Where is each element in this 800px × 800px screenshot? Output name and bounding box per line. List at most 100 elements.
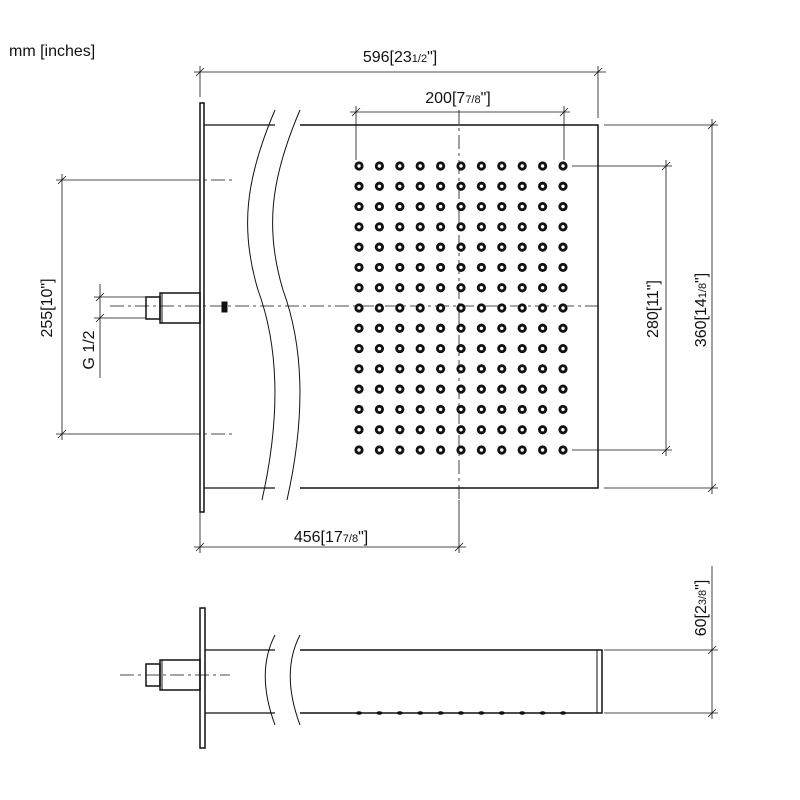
- nozzle-hole: [479, 265, 484, 270]
- nozzle-hole: [520, 286, 524, 290]
- nozzle-hole: [500, 306, 504, 310]
- nozzle-hole: [459, 204, 463, 209]
- nozzle-hole: [357, 225, 361, 229]
- nozzle-hole: [438, 367, 443, 371]
- nozzle-hole: [561, 428, 565, 432]
- nozzle-hole: [459, 448, 463, 452]
- nozzle-hole: [357, 286, 361, 290]
- nozzle-hole: [500, 164, 504, 168]
- nozzle-hole: [418, 387, 422, 391]
- break-line-right: [272, 109, 301, 501]
- nozzle-hole: [357, 428, 361, 432]
- nozzle-hole: [520, 387, 524, 391]
- nozzle-hole: [479, 448, 484, 452]
- nozzle-grid: [354, 161, 568, 455]
- side-nozzle-tip: [560, 711, 566, 715]
- nozzle-hole: [377, 306, 382, 310]
- side-head-outline: [300, 649, 603, 714]
- dim-thread: G 1/2: [81, 330, 98, 369]
- nozzle-hole: [438, 245, 443, 249]
- nozzle-hole: [377, 367, 382, 371]
- nozzle-hole: [540, 448, 545, 452]
- nozzle-hole: [500, 407, 504, 412]
- nozzle-hole: [459, 164, 463, 168]
- side-nozzle-tip: [376, 711, 383, 715]
- nozzle-hole: [500, 346, 504, 351]
- nozzle-hole: [561, 387, 565, 391]
- dim-nozzle-span: 200[77/8"]: [425, 90, 490, 107]
- side-nozzle-row: [356, 711, 566, 715]
- nozzle-hole: [479, 184, 484, 188]
- nozzle-hole: [540, 387, 545, 391]
- nozzle-hole: [540, 367, 545, 371]
- nozzle-hole: [479, 245, 484, 249]
- nozzle-hole: [438, 387, 443, 391]
- nozzle-hole: [459, 407, 463, 412]
- nozzle-hole: [377, 164, 382, 168]
- nozzle-hole: [357, 184, 361, 188]
- nozzle-hole: [418, 326, 422, 330]
- dim-head-height: 360[141/8"]: [693, 273, 710, 347]
- nozzle-hole: [357, 367, 361, 371]
- nozzle-hole: [540, 245, 545, 249]
- nozzle-hole: [357, 387, 361, 391]
- nozzle-hole: [520, 367, 524, 371]
- nozzle-hole: [500, 265, 504, 270]
- connection-nipple: [145, 296, 161, 320]
- nozzle-hole: [357, 164, 361, 168]
- nozzle-hole: [459, 387, 463, 391]
- nozzle-hole: [561, 225, 565, 229]
- nozzle-hole: [500, 326, 504, 330]
- nozzle-hole: [377, 286, 382, 290]
- nozzle-hole: [500, 204, 504, 209]
- nozzle-hole: [479, 367, 484, 371]
- nozzle-hole: [561, 367, 565, 371]
- nozzle-hole: [418, 428, 422, 432]
- nozzle-hole: [377, 265, 382, 270]
- nozzle-hole: [561, 346, 565, 351]
- nozzle-hole: [438, 306, 443, 310]
- nozzle-hole: [520, 326, 524, 330]
- nozzle-hole: [398, 346, 402, 351]
- side-nozzle-tip: [417, 711, 424, 715]
- nozzle-hole: [561, 286, 565, 290]
- nozzle-hole: [459, 326, 463, 330]
- nozzle-hole: [500, 428, 504, 432]
- side-nozzle-tip: [437, 711, 444, 715]
- nozzle-hole: [561, 204, 565, 209]
- nozzle-hole: [438, 448, 443, 452]
- nozzle-hole: [418, 367, 422, 371]
- nozzle-hole: [357, 204, 361, 209]
- nozzle-hole: [438, 286, 443, 290]
- dim-overall-width: 596[231/2"]: [363, 49, 437, 66]
- nozzle-hole: [398, 448, 402, 452]
- nozzle-hole: [357, 265, 361, 270]
- shower-head-outline: [300, 124, 599, 489]
- dimension-lines: [56, 66, 718, 719]
- nozzle-hole: [479, 164, 484, 168]
- nozzle-hole: [438, 164, 443, 168]
- nozzle-hole: [377, 245, 382, 249]
- dim-wall-height: 255[10"]: [39, 278, 56, 337]
- nozzle-hole: [418, 225, 422, 229]
- nozzle-hole: [438, 265, 443, 270]
- nozzle-hole: [438, 184, 443, 188]
- nozzle-hole: [561, 326, 565, 330]
- nozzle-hole: [357, 407, 361, 412]
- side-nozzle-tip: [356, 711, 362, 715]
- nozzle-hole: [520, 265, 524, 270]
- nozzle-hole: [500, 225, 504, 229]
- nozzle-hole: [540, 184, 545, 188]
- nozzle-hole: [418, 407, 422, 412]
- nozzle-hole: [459, 265, 463, 270]
- dim-projection: 456[177/8"]: [294, 529, 368, 546]
- nozzle-hole: [479, 407, 484, 412]
- nozzle-hole: [561, 265, 565, 270]
- nozzle-hole: [540, 306, 545, 310]
- nozzle-hole: [418, 164, 422, 168]
- nozzle-hole: [479, 346, 484, 351]
- nozzle-hole: [459, 346, 463, 351]
- nozzle-hole: [438, 225, 443, 229]
- nozzle-hole: [561, 306, 565, 310]
- side-nozzle-tip: [396, 711, 403, 715]
